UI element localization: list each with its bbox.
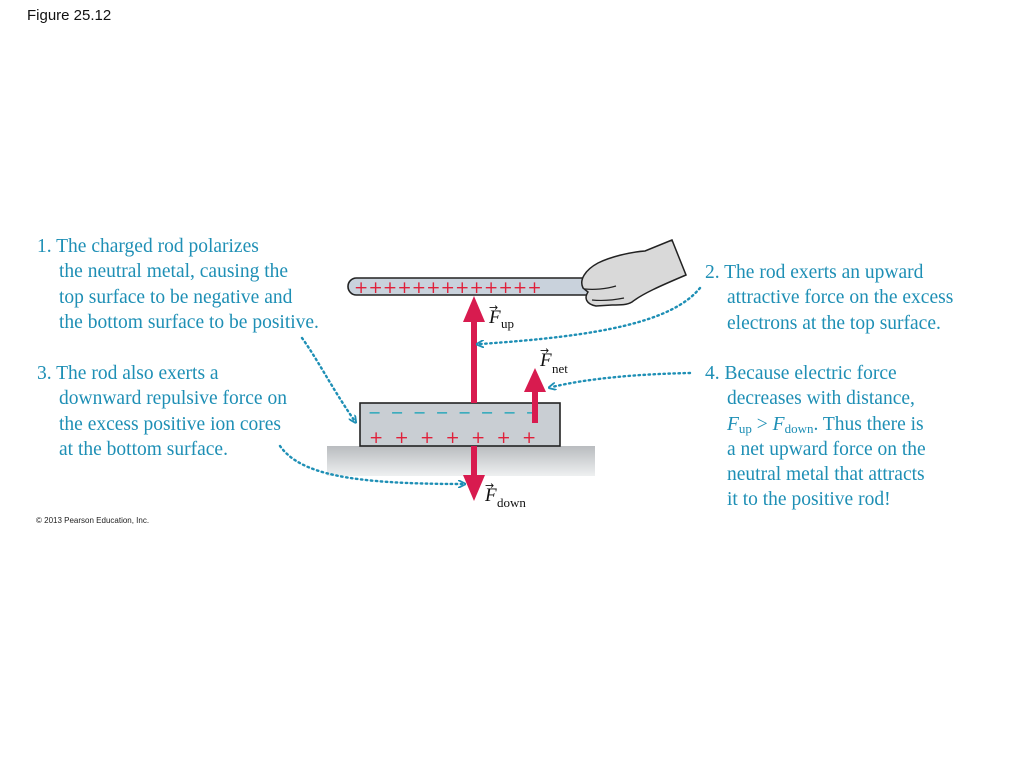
caption-4-line: it to the positive rod! bbox=[727, 489, 891, 511]
positive-charge: + bbox=[522, 428, 536, 448]
negative-charge: − bbox=[481, 403, 494, 422]
caption-1-line: 1. The charged rod polarizes bbox=[37, 236, 259, 257]
metal-bottom-charges: + + + + + + + bbox=[369, 428, 536, 448]
positive-charge: + bbox=[420, 428, 434, 448]
positive-charge: + bbox=[471, 428, 485, 448]
vector-arrow-icon: → bbox=[489, 301, 498, 314]
caption-4-line: neutral metal that attracts bbox=[727, 464, 925, 486]
f-up-subscript: up bbox=[738, 420, 752, 436]
caption-4-inequality-line: Fup > Fdown. Thus there is bbox=[705, 412, 926, 437]
caption-3-line: the excess positive ion cores bbox=[59, 413, 282, 435]
caption-2-line: 2. The rod exerts an upward bbox=[705, 262, 924, 283]
caption-3-line: at the bottom surface. bbox=[59, 438, 228, 460]
force-up-arrow bbox=[463, 296, 485, 403]
caption-1-line: the bottom surface to be positive. bbox=[59, 311, 319, 333]
caption-3: 3. The rod also exerts a downward repuls… bbox=[37, 361, 287, 462]
rod-charges: +++++++++++++ bbox=[354, 278, 542, 298]
caption-4-line: 4. Because electric force bbox=[705, 363, 897, 384]
caption-1: 1. The charged rod polarizes the neutral… bbox=[37, 234, 319, 335]
caption-2-line: electrons at the top surface. bbox=[727, 312, 941, 334]
f-up-symbol: F bbox=[727, 413, 739, 435]
positive-charge: + bbox=[395, 428, 409, 448]
negative-charge: − bbox=[503, 403, 516, 422]
force-down-label: F → down bbox=[484, 479, 526, 510]
leader-arrow-1 bbox=[300, 336, 354, 420]
negative-charge: − bbox=[368, 403, 381, 422]
force-down-arrow bbox=[463, 446, 485, 501]
figure-label: Figure 25.12 bbox=[27, 7, 112, 24]
hand-icon bbox=[581, 239, 687, 307]
positive-charge: + bbox=[497, 428, 511, 448]
caption-2-line: attractive force on the excess bbox=[727, 287, 954, 309]
caption-4-line: decreases with distance, bbox=[727, 388, 915, 410]
caption-4: 4. Because electric force decreases with… bbox=[705, 361, 926, 513]
caption-4-continuation: . Thus there is bbox=[813, 413, 924, 435]
vector-arrow-icon: → bbox=[540, 344, 549, 357]
metal-block bbox=[359, 402, 561, 447]
force-up-symbol: F bbox=[488, 307, 501, 328]
copyright-notice: © 2013 Pearson Education, Inc. bbox=[36, 516, 150, 525]
caption-4-line: a net upward force on the bbox=[727, 438, 926, 460]
f-down-subscript: down bbox=[784, 420, 814, 436]
caption-1-line: the neutral metal, causing the bbox=[59, 261, 289, 283]
force-net-label: F → net bbox=[539, 344, 568, 376]
negative-charge: − bbox=[436, 403, 449, 422]
force-up-label: F → up bbox=[488, 301, 514, 331]
f-down-symbol: F bbox=[772, 413, 785, 435]
table-surface bbox=[327, 446, 595, 476]
negative-charge: − bbox=[413, 403, 426, 422]
leader-arrow-4 bbox=[552, 371, 692, 387]
leader-arrow-3 bbox=[278, 444, 462, 484]
force-net-symbol: F bbox=[539, 350, 552, 371]
greater-than-sign: > bbox=[751, 413, 773, 435]
leader-arrow-2 bbox=[480, 286, 702, 344]
force-down-symbol: F bbox=[484, 485, 497, 506]
force-net-subscript: net bbox=[552, 361, 568, 376]
positive-charge: + bbox=[369, 428, 383, 448]
negative-charge: − bbox=[391, 403, 404, 422]
vector-arrow-icon: → bbox=[485, 479, 494, 492]
positive-charge: + bbox=[446, 428, 460, 448]
caption-3-line: downward repulsive force on bbox=[59, 388, 287, 410]
caption-3-line: 3. The rod also exerts a bbox=[37, 363, 219, 384]
force-down-subscript: down bbox=[497, 495, 526, 510]
force-net-arrow bbox=[524, 368, 546, 423]
caption-2: 2. The rod exerts an upward attractive f… bbox=[705, 260, 953, 336]
negative-charge: − bbox=[458, 403, 471, 422]
caption-1-line: top surface to be negative and bbox=[59, 286, 293, 308]
force-up-subscript: up bbox=[501, 316, 514, 331]
